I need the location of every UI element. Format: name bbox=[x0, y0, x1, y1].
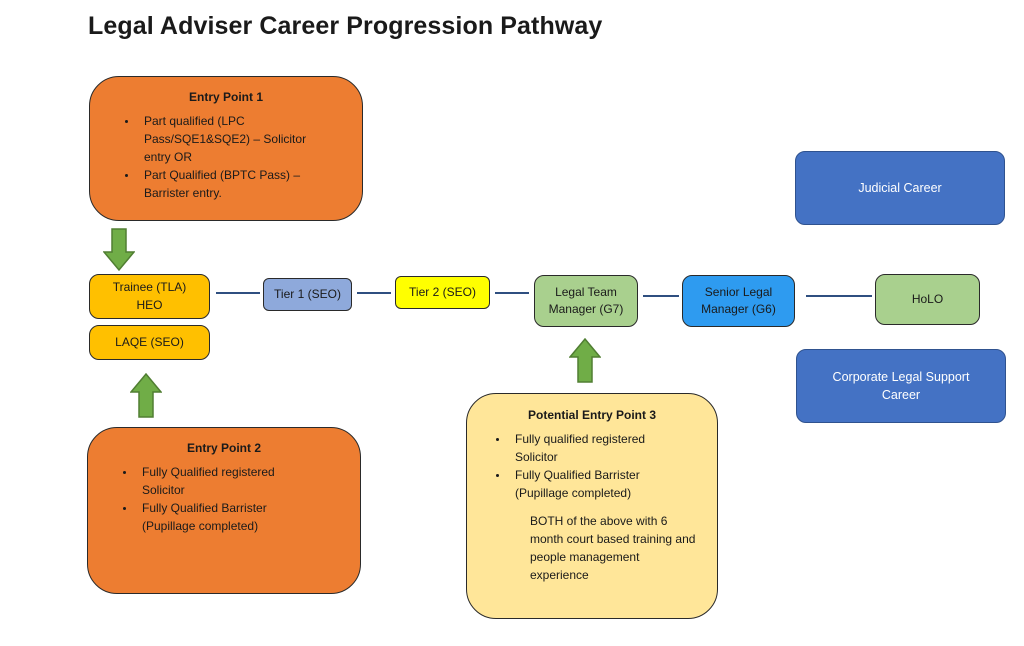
entry-point-3-note: BOTH of the above with 6 month court bas… bbox=[530, 514, 696, 582]
entry-point-3-bullet: Fully Qualified Barrister (Pupillage com… bbox=[509, 466, 669, 502]
entry-point-1-bullet: Part qualified (LPC Pass/SQE1&SQE2) – So… bbox=[138, 112, 328, 166]
tier1-node: Tier 1 (SEO) bbox=[263, 278, 352, 311]
corporate-career-label: Corporate Legal Support Career bbox=[832, 369, 970, 402]
entry-point-1-box: Entry Point 1 Part qualified (LPC Pass/S… bbox=[89, 76, 363, 221]
up-arrow-icon bbox=[130, 373, 162, 418]
legal-team-manager-node: Legal Team Manager (G7) bbox=[534, 275, 638, 327]
entry-point-2-bullet: Fully Qualified Barrister (Pupillage com… bbox=[136, 499, 296, 535]
tier1-label: Tier 1 (SEO) bbox=[274, 286, 341, 301]
tier2-label: Tier 2 (SEO) bbox=[409, 284, 476, 299]
entry-point-2-box: Entry Point 2 Fully Qualified registered… bbox=[87, 427, 361, 594]
entry-point-2-heading: Entry Point 2 bbox=[186, 441, 261, 455]
connector-line bbox=[643, 295, 679, 297]
trainee-node: Trainee (TLA) HEO bbox=[89, 274, 210, 319]
entry-point-1-heading: Entry Point 1 bbox=[188, 90, 263, 104]
up-arrow-icon bbox=[569, 338, 601, 383]
connector-line bbox=[806, 295, 872, 297]
trainee-label: Trainee (TLA) HEO bbox=[112, 280, 187, 312]
tier2-node: Tier 2 (SEO) bbox=[395, 276, 490, 309]
entry-point-3-box: Potential Entry Point 3 Fully qualified … bbox=[466, 393, 718, 619]
legal-team-manager-label: Legal Team Manager (G7) bbox=[548, 284, 624, 316]
connector-line bbox=[357, 292, 391, 294]
judicial-career-label: Judicial Career bbox=[858, 180, 942, 195]
connector-line bbox=[495, 292, 529, 294]
laqe-label: LAQE (SEO) bbox=[115, 334, 184, 349]
corporate-career-box: Corporate Legal Support Career bbox=[796, 349, 1006, 423]
page-title: Legal Adviser Career Progression Pathway bbox=[88, 12, 603, 40]
holo-node: HoLO bbox=[875, 274, 980, 325]
judicial-career-box: Judicial Career bbox=[795, 151, 1005, 225]
holo-label: HoLO bbox=[911, 291, 944, 306]
entry-point-3-heading: Potential Entry Point 3 bbox=[527, 408, 656, 422]
entry-point-3-bullet: Fully qualified registered Solicitor bbox=[509, 430, 669, 466]
senior-legal-manager-node: Senior Legal Manager (G6) bbox=[682, 275, 795, 327]
connector-line bbox=[216, 292, 260, 294]
senior-legal-manager-label: Senior Legal Manager (G6) bbox=[701, 284, 776, 316]
entry-point-2-bullet: Fully Qualified registered Solicitor bbox=[136, 463, 296, 499]
down-arrow-icon bbox=[103, 228, 135, 272]
laqe-node: LAQE (SEO) bbox=[89, 325, 210, 360]
entry-point-1-bullet: Part Qualified (BPTC Pass) – Barrister e… bbox=[138, 166, 328, 202]
